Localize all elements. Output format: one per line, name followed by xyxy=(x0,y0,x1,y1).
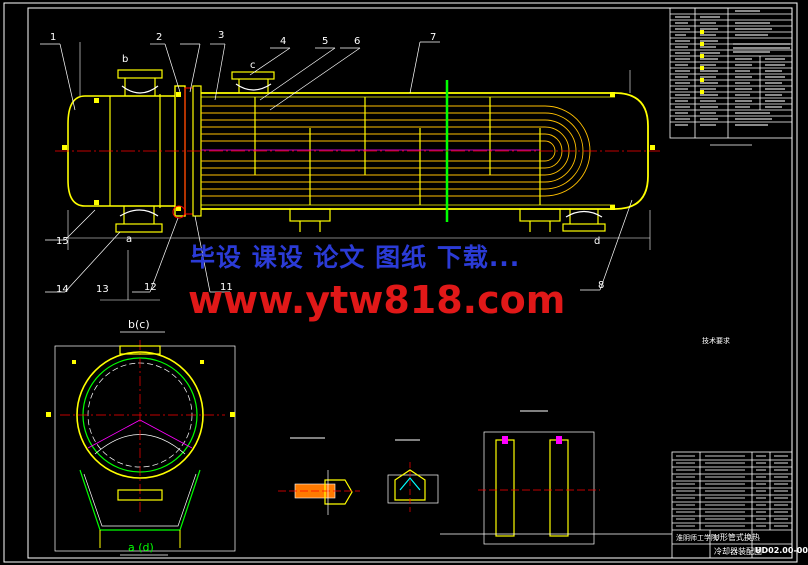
title-block xyxy=(440,451,793,559)
nozzle-d xyxy=(562,209,606,232)
part-number-14: 14 xyxy=(56,284,69,295)
part-number-5: 5 xyxy=(322,36,329,47)
saddle-supports xyxy=(289,208,561,232)
nozzle-label-a: a xyxy=(126,234,133,245)
part-number-15: 15 xyxy=(56,236,69,247)
watermark-chinese: 毕设 课设 论文 图纸 下载... xyxy=(190,243,521,272)
part-number-6: 6 xyxy=(354,36,361,47)
nozzle-label-c: c xyxy=(250,60,256,71)
detail-saddle xyxy=(478,410,600,545)
detail-tube-joint xyxy=(278,437,360,515)
part-number-13: 13 xyxy=(96,284,109,295)
detail-weld xyxy=(387,439,439,512)
watermark-url: www.ytw818.com xyxy=(188,278,566,322)
shell-body xyxy=(201,92,649,210)
part-number-1: 1 xyxy=(50,32,57,43)
baffles xyxy=(254,97,541,205)
part-number-8: 8 xyxy=(598,280,605,291)
drawing-number: UD02.00-00 xyxy=(755,546,808,555)
dimension-lines xyxy=(67,42,651,301)
school-name: 淮阴师工学院 xyxy=(676,534,718,542)
title-block-entries xyxy=(676,455,788,527)
part-number-12: 12 xyxy=(144,282,157,293)
nozzle-c xyxy=(231,71,275,93)
section-view-end xyxy=(46,331,236,556)
section-shell-outer xyxy=(76,351,204,479)
part-number-3: 3 xyxy=(218,30,225,41)
tech-requirements-title: 技术要求 xyxy=(702,337,730,345)
drawing-frame xyxy=(3,2,798,563)
drawing-title-line1: U形管式换热 xyxy=(714,533,760,542)
nozzle-table-markers xyxy=(700,30,704,94)
left-head xyxy=(67,95,110,207)
drawing-title-line2: 冷却器装配图 xyxy=(714,547,762,556)
design-data-table xyxy=(669,7,793,146)
part-number-4: 4 xyxy=(280,36,287,47)
main-elevation-view xyxy=(40,41,660,301)
nozzle-label-b: b xyxy=(122,54,129,65)
nozzle-b xyxy=(117,69,163,96)
part-leaders xyxy=(40,41,633,293)
design-data-entries xyxy=(675,10,790,126)
part-number-11: 11 xyxy=(220,282,233,293)
part-number-7: 7 xyxy=(430,32,437,43)
nozzle-label-d: d xyxy=(594,236,601,247)
section-label-bc: b(c) xyxy=(128,318,150,331)
part-number-2: 2 xyxy=(156,32,163,43)
section-label-ad: a (d) xyxy=(128,541,154,554)
nozzle-a xyxy=(115,206,163,233)
